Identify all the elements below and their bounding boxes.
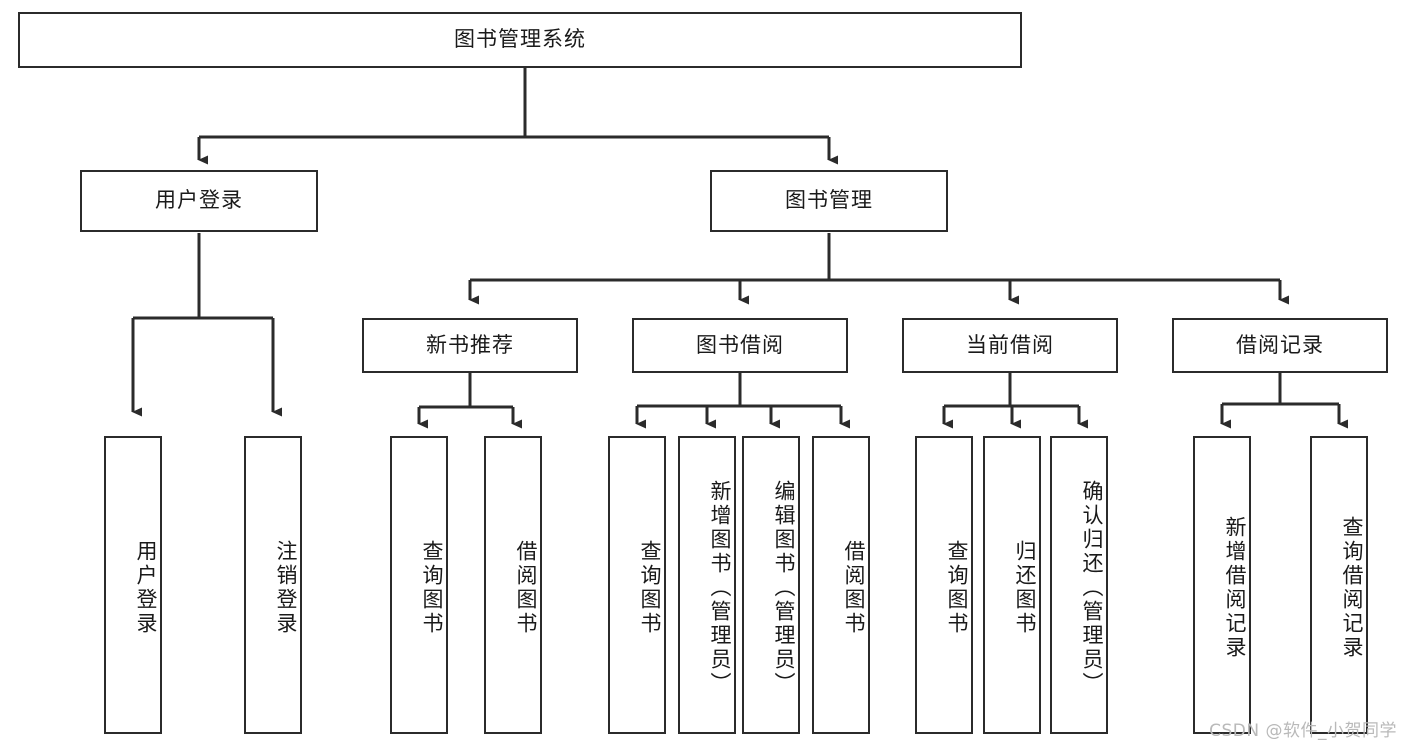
node-label: 查询图书 <box>638 540 662 636</box>
node-label: 用户登录 <box>134 540 158 636</box>
node-label: 新增图书（管理员） <box>708 480 732 696</box>
node-label: 查询借阅记录 <box>1340 516 1364 660</box>
node-label: 借阅图书 <box>842 540 866 636</box>
node-label: 图书借阅 <box>696 332 784 357</box>
node-label: 当前借阅 <box>966 332 1054 357</box>
leaf-new-book-borrow[interactable]: 借阅图书 <box>484 436 542 734</box>
node-label: 借阅图书 <box>514 540 538 636</box>
node-label: 新书推荐 <box>426 332 514 357</box>
leaf-book-borrow-borrow[interactable]: 借阅图书 <box>812 436 870 734</box>
node-book-management[interactable]: 图书管理 <box>710 170 948 232</box>
leaf-borrow-record-query[interactable]: 查询借阅记录 <box>1310 436 1368 734</box>
node-label: 注销登录 <box>274 540 298 636</box>
leaf-book-borrow-add[interactable]: 新增图书（管理员） <box>678 436 736 734</box>
node-label: 新增借阅记录 <box>1223 516 1247 660</box>
csdn-watermark: CSDN @软件_小贺同学 <box>1209 721 1397 741</box>
node-label: 确认归还（管理员） <box>1080 480 1104 696</box>
node-label: 编辑图书（管理员） <box>772 480 796 696</box>
leaf-new-book-query[interactable]: 查询图书 <box>390 436 448 734</box>
node-label: 查询图书 <box>420 540 444 636</box>
node-book-borrow[interactable]: 图书借阅 <box>632 318 848 373</box>
node-label: 图书管理 <box>785 188 873 213</box>
node-new-book-recommend[interactable]: 新书推荐 <box>362 318 578 373</box>
node-label: 借阅记录 <box>1236 332 1324 357</box>
leaf-borrow-record-add[interactable]: 新增借阅记录 <box>1193 436 1251 734</box>
node-current-borrow[interactable]: 当前借阅 <box>902 318 1118 373</box>
leaf-user-login-login[interactable]: 用户登录 <box>104 436 162 734</box>
leaf-current-borrow-confirm-return[interactable]: 确认归还（管理员） <box>1050 436 1108 734</box>
node-label: 查询图书 <box>945 540 969 636</box>
node-label: 用户登录 <box>155 188 243 213</box>
leaf-book-borrow-edit[interactable]: 编辑图书（管理员） <box>742 436 800 734</box>
leaf-book-borrow-query[interactable]: 查询图书 <box>608 436 666 734</box>
leaf-current-borrow-return[interactable]: 归还图书 <box>983 436 1041 734</box>
leaf-user-login-logout[interactable]: 注销登录 <box>244 436 302 734</box>
node-borrow-record[interactable]: 借阅记录 <box>1172 318 1388 373</box>
leaf-current-borrow-query[interactable]: 查询图书 <box>915 436 973 734</box>
node-user-login[interactable]: 用户登录 <box>80 170 318 232</box>
node-root-book-management-system[interactable]: 图书管理系统 <box>18 12 1022 68</box>
node-label: 图书管理系统 <box>454 27 586 52</box>
node-label: 归还图书 <box>1013 540 1037 636</box>
